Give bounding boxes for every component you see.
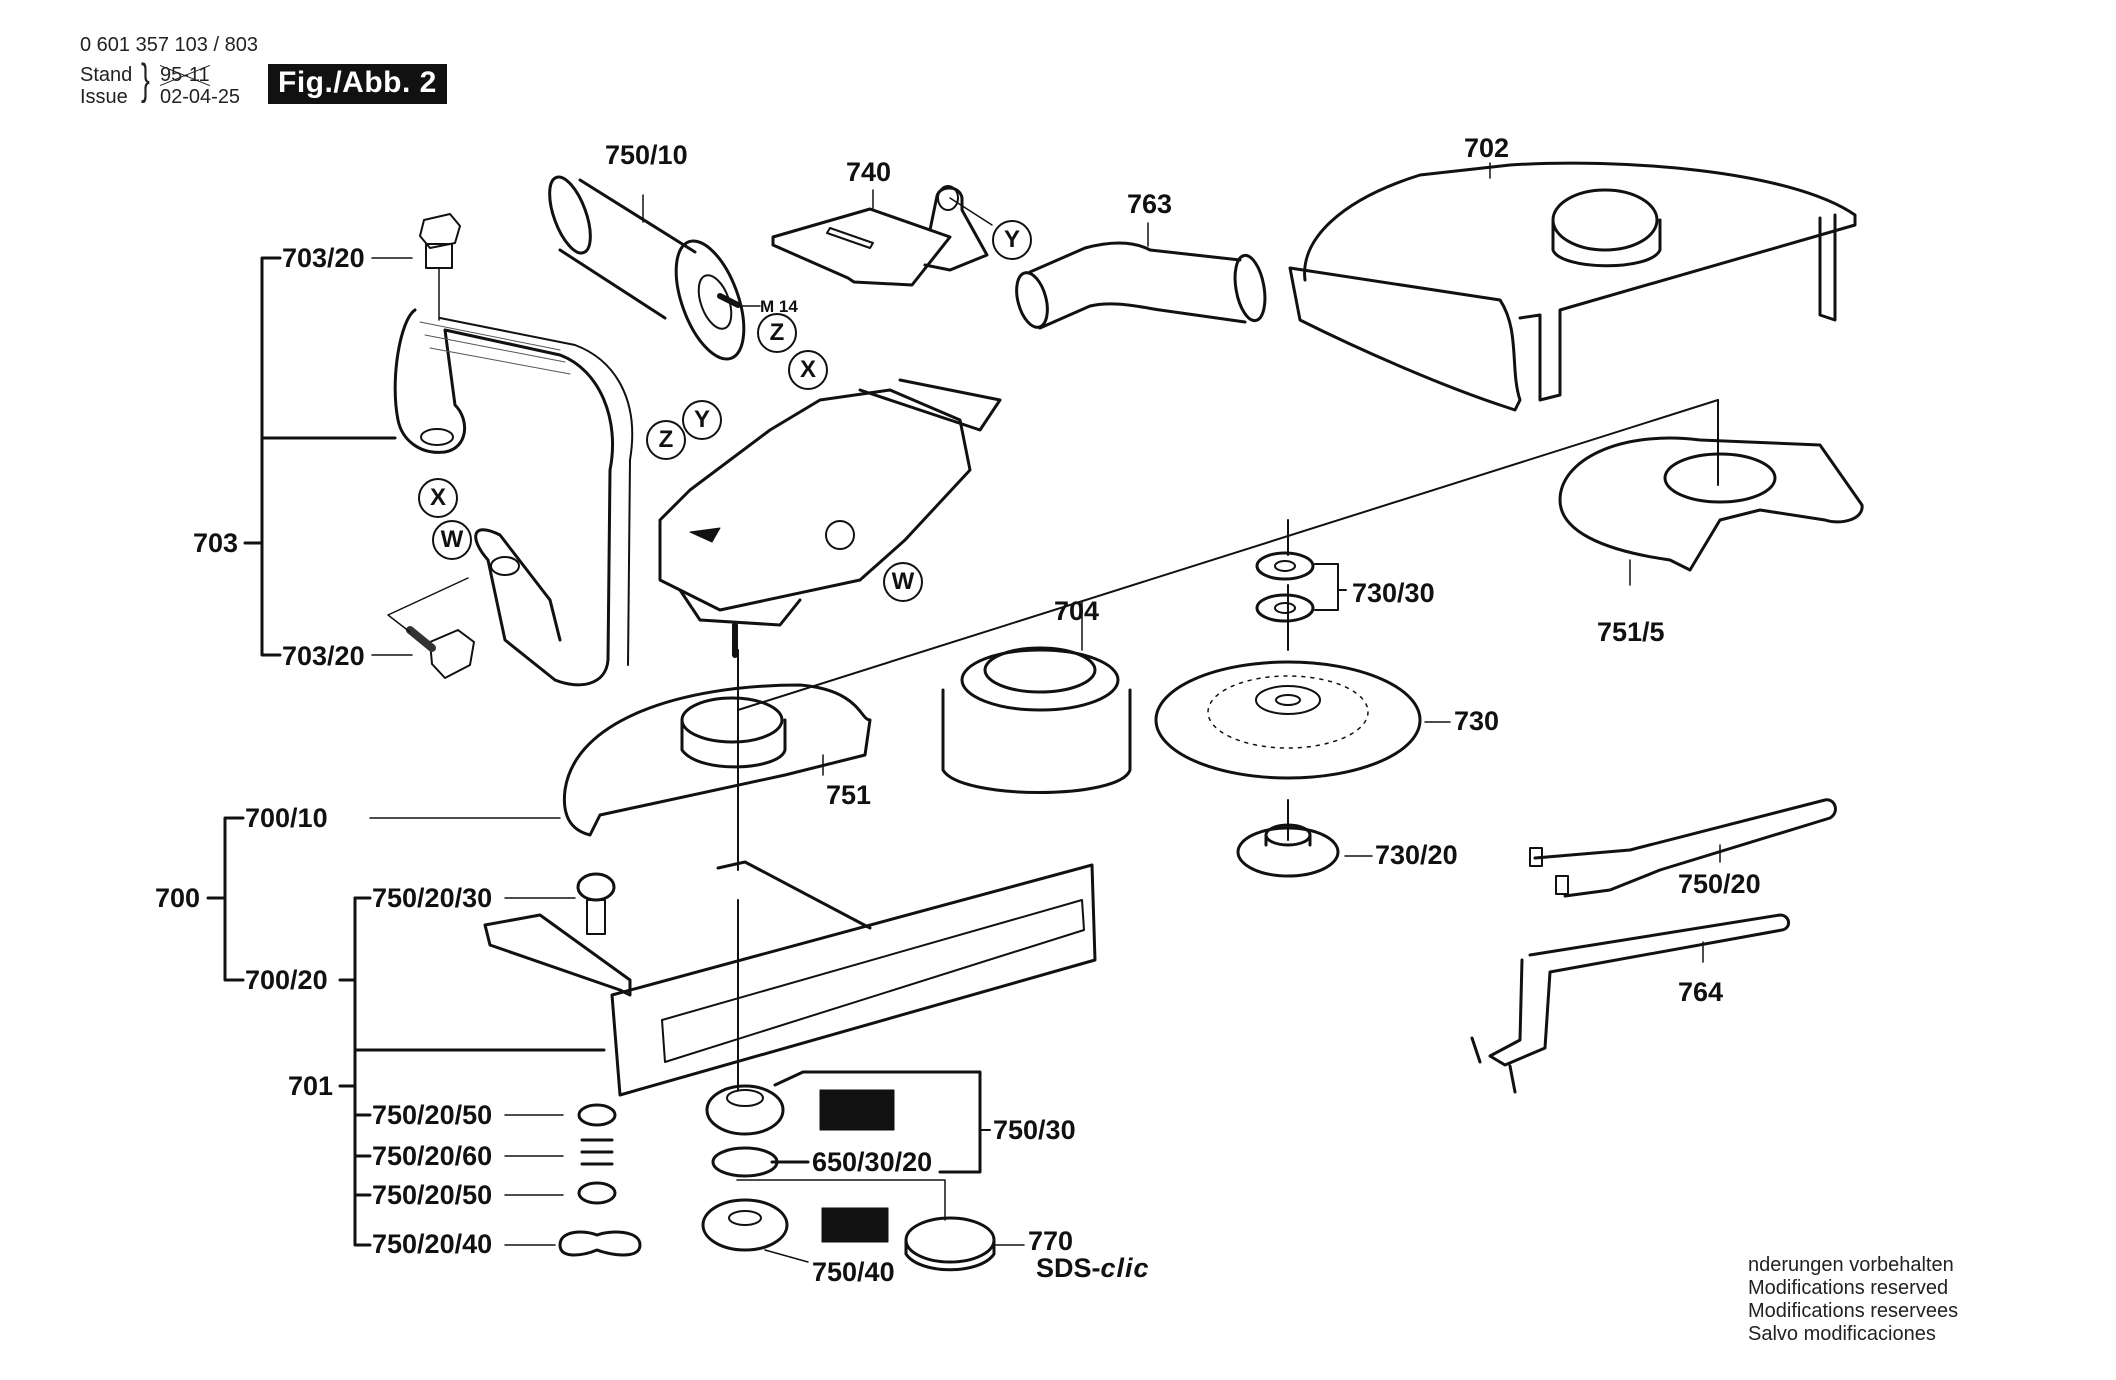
part-label-764: 764	[1678, 977, 1724, 1007]
cutting-guide-700-20	[483, 860, 1097, 1097]
part-label-751: 751	[826, 780, 872, 810]
flange-730-20	[1236, 823, 1373, 878]
part-label-750-20-60: 750/20/60	[372, 1141, 493, 1171]
part-label-700-10: 700/10	[245, 803, 328, 833]
part-label-750-30: 750/30	[993, 1115, 1076, 1145]
part-label-703-20-top: 703/20	[282, 243, 365, 273]
bracket-740	[771, 185, 993, 287]
issue-label: Issue	[80, 86, 128, 108]
side-handle-750-10	[548, 175, 761, 361]
marker-x-top: X	[788, 350, 828, 390]
part-label-770: 770	[1028, 1226, 1074, 1256]
bow-handle-703	[387, 213, 634, 687]
grinder-body	[658, 378, 1002, 658]
marker-x-handle: X	[418, 478, 458, 518]
old-date: 95-11	[160, 64, 210, 86]
marker-y-tool: Y	[682, 400, 722, 440]
guard-704	[941, 601, 1132, 794]
part-label-750-40: 750/40	[812, 1257, 895, 1287]
sds-prefix: SDS-	[1036, 1253, 1101, 1283]
modification-notes: nderungen vorbehalten Modifications rese…	[1748, 1254, 1958, 1346]
marker-y-bracket: Y	[992, 220, 1032, 260]
small-parts-stack	[558, 1103, 642, 1257]
note-line: Modifications reserved	[1748, 1277, 1949, 1299]
guard-702	[1288, 161, 1857, 412]
part-label-700: 700	[155, 883, 201, 913]
part-label-703-20-bottom: 703/20	[282, 641, 365, 671]
marker-w-handle: W	[432, 520, 472, 560]
bracket-703-leaders	[243, 256, 413, 657]
part-label-702: 702	[1464, 133, 1510, 163]
part-label-763: 763	[1127, 189, 1173, 219]
marker-w-tool: W	[883, 562, 923, 602]
marker-z-handle: Z	[757, 313, 797, 353]
part-label-750-20-30: 750/20/30	[372, 883, 493, 913]
alignment-lines	[737, 399, 1719, 1091]
guard-751-5	[1558, 436, 1864, 586]
part-label-750-10: 750/10	[605, 140, 688, 170]
note-line: nderungen vorbehalten	[1748, 1254, 1954, 1276]
note-line: Salvo modificaciones	[1748, 1323, 1936, 1345]
part-number: 0 601 357 103 / 803	[80, 34, 258, 56]
part-label-703: 703	[193, 528, 239, 558]
spanner-764	[1470, 913, 1790, 1094]
part-label-750-20: 750/20	[1678, 869, 1761, 899]
sds-clic-label: SDS-clic	[1036, 1253, 1150, 1284]
thread-label-m14: M 14	[760, 297, 798, 316]
part-label-750-20-50-a: 750/20/50	[372, 1100, 493, 1130]
sds-suffix: clic	[1100, 1253, 1150, 1283]
bracket-700-leaders	[206, 816, 606, 1247]
old-date-text: 95-11	[160, 64, 210, 86]
marker-z-tool: Z	[646, 420, 686, 460]
note-line: Modifications reservees	[1748, 1300, 1959, 1322]
part-label-650-30-20: 650/30/20	[812, 1147, 933, 1177]
brace-icon: }	[140, 55, 150, 104]
part-label-700-20: 700/20	[245, 965, 328, 995]
part-label-701: 701	[288, 1071, 334, 1101]
stand-label: Stand	[80, 64, 133, 86]
figure-badge: Fig./Abb. 2	[268, 64, 447, 104]
guard-751	[562, 683, 872, 837]
issue-date: 02-04-25	[160, 86, 241, 108]
hose-763	[1015, 222, 1267, 330]
spanner-750-20	[1529, 798, 1837, 898]
part-label-751-5: 751/5	[1597, 617, 1665, 647]
part-label-730-20: 730/20	[1375, 840, 1458, 870]
disc-730	[1154, 660, 1451, 780]
flange-750-30-group	[701, 1070, 1025, 1272]
part-label-704: 704	[1054, 596, 1100, 626]
part-label-750-20-40: 750/20/40	[372, 1229, 493, 1259]
washers-730-30	[1255, 551, 1347, 623]
part-label-730-30: 730/30	[1352, 578, 1435, 608]
part-label-740: 740	[846, 157, 892, 187]
part-label-730: 730	[1454, 706, 1500, 736]
part-label-750-20-50-b: 750/20/50	[372, 1180, 493, 1210]
